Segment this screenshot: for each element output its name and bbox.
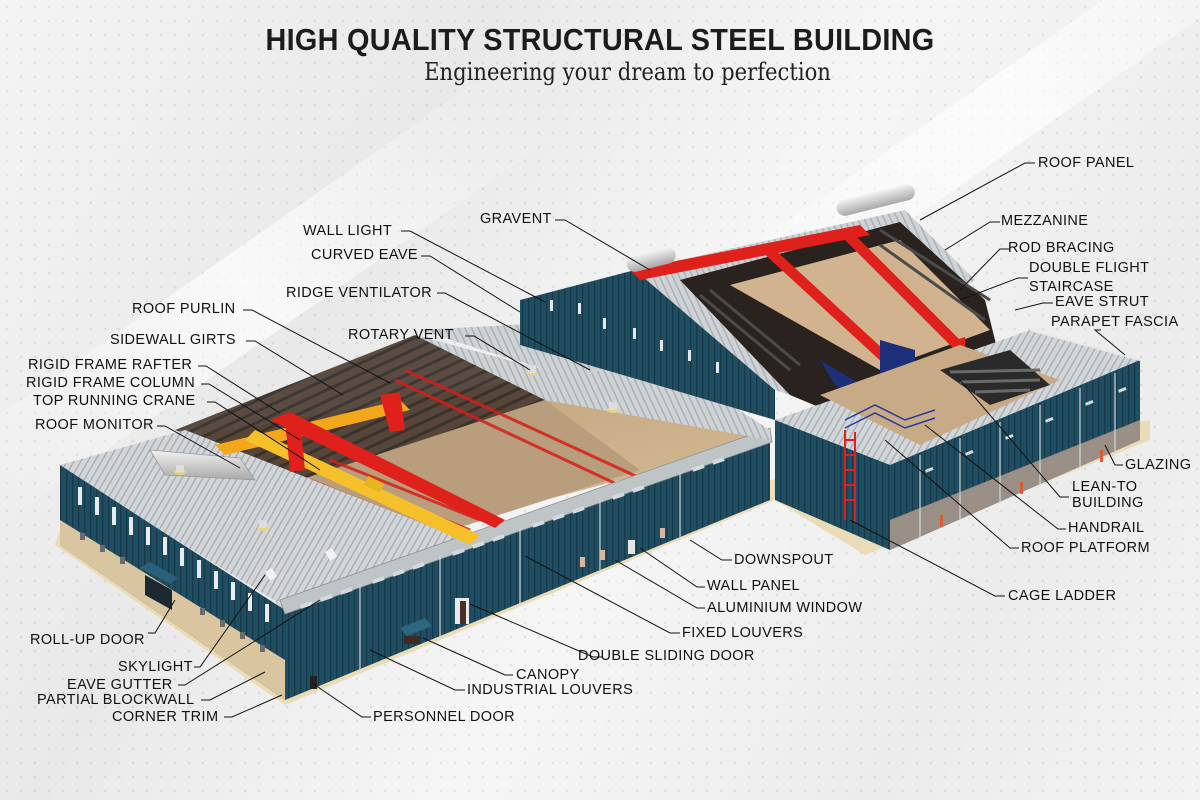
label-rotary-vent: ROTARY VENT (348, 327, 454, 343)
label-roof-platform: ROOF PLATFORM (1021, 540, 1150, 556)
label-partial-blockwall: PARTIAL BLOCKWALL (37, 692, 195, 708)
label-roof-monitor: ROOF MONITOR (35, 417, 154, 433)
label-handrail: HANDRAIL (1068, 520, 1145, 536)
lean-to-side-wall (775, 420, 890, 550)
label-eave-gutter: EAVE GUTTER (67, 677, 173, 693)
label-aluminium-window: ALUMINIUM WINDOW (707, 600, 863, 616)
roll-up-door-canopy (140, 562, 178, 584)
label-rigid-frame-rafter: RIGID FRAME RAFTER (28, 357, 193, 373)
label-personnel-door: PERSONNEL DOOR (373, 709, 516, 725)
label-lean-to-building-line2: BUILDING (1072, 495, 1144, 511)
personnel-door (310, 676, 317, 689)
label-roll-up-door: ROLL-UP DOOR (30, 632, 145, 648)
label-double-sliding-door: DOUBLE SLIDING DOOR (578, 648, 755, 664)
label-industrial-louvers: INDUSTRIAL LOUVERS (467, 682, 634, 698)
label-roof-purlin: ROOF PURLIN (132, 301, 236, 317)
label-mezzanine: MEZZANINE (1001, 213, 1089, 229)
handrail (844, 404, 936, 429)
label-canopy: CANOPY (516, 667, 580, 683)
label-top-running-crane: TOP RUNNING CRANE (33, 393, 196, 409)
label-wall-light: WALL LIGHT (303, 223, 393, 239)
label-eave-strut: EAVE STRUT (1055, 294, 1149, 310)
label-sidewall-girts: SIDEWALL GIRTS (110, 332, 236, 348)
label-downspout: DOWNSPOUT (734, 552, 834, 568)
label-parapet-fascia: PARAPET FASCIA (1051, 314, 1179, 330)
label-gravent: GRAVENT (480, 211, 552, 227)
cage-ladder (844, 430, 856, 522)
label-skylight: SKYLIGHT (118, 659, 193, 675)
label-lean-to-building-line1: LEAN-TO (1072, 479, 1138, 495)
page-subtitle: Engineering your dream to perfection (424, 58, 831, 86)
label-ridge-ventilator: RIDGE VENTILATOR (286, 285, 433, 301)
label-corner-trim: CORNER TRIM (112, 709, 219, 725)
label-double-flight-staircase-line2: STAIRCASE (1029, 279, 1114, 295)
canopy (400, 618, 432, 636)
label-curved-eave: CURVED EAVE (311, 247, 419, 263)
label-double-flight-staircase-line1: DOUBLE FLIGHT (1029, 260, 1150, 276)
label-wall-panel: WALL PANEL (707, 578, 800, 594)
label-glazing: GLAZING (1125, 457, 1192, 473)
label-fixed-louvers: FIXED LOUVERS (682, 625, 804, 641)
page-title: HIGH QUALITY STRUCTURAL STEEL BUILDING (265, 22, 935, 57)
label-cage-ladder: CAGE LADDER (1008, 588, 1117, 604)
label-rod-bracing: ROD BRACING (1008, 240, 1115, 256)
label-roof-panel: ROOF PANEL (1038, 155, 1135, 171)
label-rigid-frame-column: RIGID FRAME COLUMN (26, 375, 196, 391)
